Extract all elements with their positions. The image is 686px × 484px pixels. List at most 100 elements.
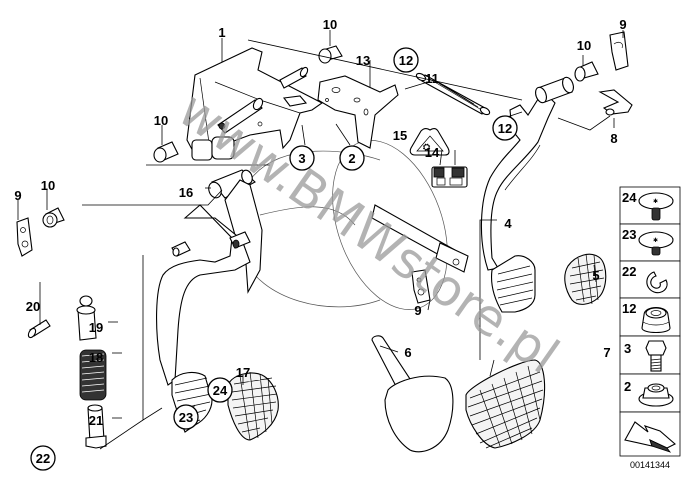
callout-label: 9 bbox=[414, 303, 421, 318]
svg-text:3: 3 bbox=[624, 341, 631, 356]
callout-label: 2 bbox=[348, 151, 355, 166]
brake-booster-outline bbox=[241, 140, 469, 310]
callout-10: 10 bbox=[323, 17, 337, 32]
callout-16: 16 bbox=[179, 185, 193, 200]
svg-text:✱: ✱ bbox=[653, 198, 658, 205]
accelerator-pad bbox=[465, 359, 546, 449]
legend-item bbox=[619, 411, 681, 457]
callout-label: 12 bbox=[399, 53, 413, 68]
callout-label: 13 bbox=[356, 53, 370, 68]
callout-10: 10 bbox=[577, 38, 591, 53]
warning-label-icon: ⛭ bbox=[409, 128, 450, 156]
callout-label: 18 bbox=[89, 350, 103, 365]
callout-7: 7 bbox=[603, 345, 610, 360]
clip-rivet-icon: ✱ bbox=[638, 231, 674, 256]
hex-flange-nut-icon bbox=[638, 383, 674, 407]
svg-text:⛭: ⛭ bbox=[423, 143, 431, 153]
bushings bbox=[42, 45, 599, 228]
legend-item: 24 ✱ bbox=[619, 186, 681, 225]
callout-18: 18 bbox=[89, 350, 103, 365]
clutch-pedal bbox=[156, 169, 263, 433]
legend-item: 3 bbox=[619, 335, 681, 375]
holder-plate bbox=[317, 75, 399, 149]
callout-label: 6 bbox=[404, 345, 411, 360]
legend-item: 23 ✱ bbox=[619, 223, 681, 262]
leader-lines bbox=[17, 30, 624, 450]
spring-assembly bbox=[27, 295, 107, 449]
callout-20: 20 bbox=[26, 299, 40, 314]
callout-label: 1 bbox=[218, 25, 225, 40]
circled-callout-2: 2 bbox=[339, 145, 365, 171]
callout-label: 23 bbox=[179, 410, 193, 425]
callout-label: 19 bbox=[89, 320, 103, 335]
clips bbox=[16, 31, 633, 304]
callout-1: 1 bbox=[218, 25, 225, 40]
callout-label: 15 bbox=[393, 128, 407, 143]
svg-text:22: 22 bbox=[622, 264, 636, 279]
legend-item: 2 bbox=[619, 373, 681, 413]
tension-spring bbox=[415, 72, 491, 116]
circled-callout-22: 22 bbox=[30, 445, 56, 471]
pedal-blade bbox=[371, 335, 454, 453]
callout-10: 10 bbox=[41, 178, 55, 193]
callout-10: 10 bbox=[154, 113, 168, 128]
svg-text:23: 23 bbox=[622, 227, 636, 242]
parts-legend: 24 ✱ 23 ✱ 22 12 bbox=[619, 186, 681, 470]
callout-label: 5 bbox=[592, 268, 599, 283]
callout-label: 12 bbox=[498, 121, 512, 136]
callout-13: 13 bbox=[356, 53, 370, 68]
callout-9: 9 bbox=[414, 303, 421, 318]
callout-label: 24 bbox=[213, 383, 228, 398]
callout-9: 9 bbox=[619, 17, 626, 32]
circled-callout-12: 12 bbox=[492, 115, 518, 141]
rubber-bushing-icon bbox=[641, 306, 671, 334]
callout-4: 4 bbox=[504, 216, 512, 231]
svg-text:2: 2 bbox=[624, 379, 631, 394]
direction-arrow-icon bbox=[624, 421, 676, 453]
circled-callout-3: 3 bbox=[289, 145, 315, 171]
callout-label: 9 bbox=[14, 188, 21, 203]
callout-5: 5 bbox=[592, 268, 599, 283]
diagram-id: 00141344 bbox=[630, 460, 670, 470]
brake-pedal-pad bbox=[564, 253, 607, 305]
svg-text:12: 12 bbox=[622, 301, 636, 316]
callout-8: 8 bbox=[610, 131, 617, 146]
callout-17: 17 bbox=[236, 365, 250, 380]
callout-label: 16 bbox=[179, 185, 193, 200]
hex-bolt-icon bbox=[645, 340, 667, 372]
legend-item: 22 bbox=[619, 260, 681, 299]
callout-11: 11 bbox=[425, 71, 439, 86]
callout-9: 9 bbox=[14, 188, 21, 203]
callout-label: 17 bbox=[236, 365, 250, 380]
callout-15: 15 bbox=[393, 128, 407, 143]
pedal-bracket bbox=[186, 47, 324, 161]
callout-label: 10 bbox=[577, 38, 591, 53]
callout-label: 14 bbox=[425, 145, 440, 160]
callout-14: 14 bbox=[425, 145, 440, 160]
callout-label: 10 bbox=[154, 113, 168, 128]
callout-19: 19 bbox=[89, 320, 103, 335]
svg-text:24: 24 bbox=[622, 190, 637, 205]
clutch-pedal-pad bbox=[227, 371, 279, 441]
callout-label: 7 bbox=[603, 345, 610, 360]
retaining-ring-icon bbox=[646, 271, 668, 294]
brake-light-switch bbox=[431, 166, 468, 188]
callout-6: 6 bbox=[404, 345, 411, 360]
callout-label: 8 bbox=[610, 131, 617, 146]
circled-callout-12: 12 bbox=[393, 47, 419, 73]
callout-label: 21 bbox=[89, 413, 103, 428]
callout-label: 10 bbox=[323, 17, 337, 32]
clip-rivet-icon: ✱ bbox=[638, 192, 674, 221]
callout-21: 21 bbox=[89, 413, 103, 428]
callout-label: 4 bbox=[504, 216, 512, 231]
callout-label: 11 bbox=[425, 71, 439, 86]
callout-label: 20 bbox=[26, 299, 40, 314]
callout-label: 3 bbox=[298, 151, 305, 166]
brake-pedal bbox=[480, 76, 574, 313]
callout-label: 22 bbox=[36, 451, 50, 466]
svg-text:✱: ✱ bbox=[653, 237, 658, 244]
circled-callout-24: 24 bbox=[207, 377, 233, 403]
callout-label: 10 bbox=[41, 178, 55, 193]
